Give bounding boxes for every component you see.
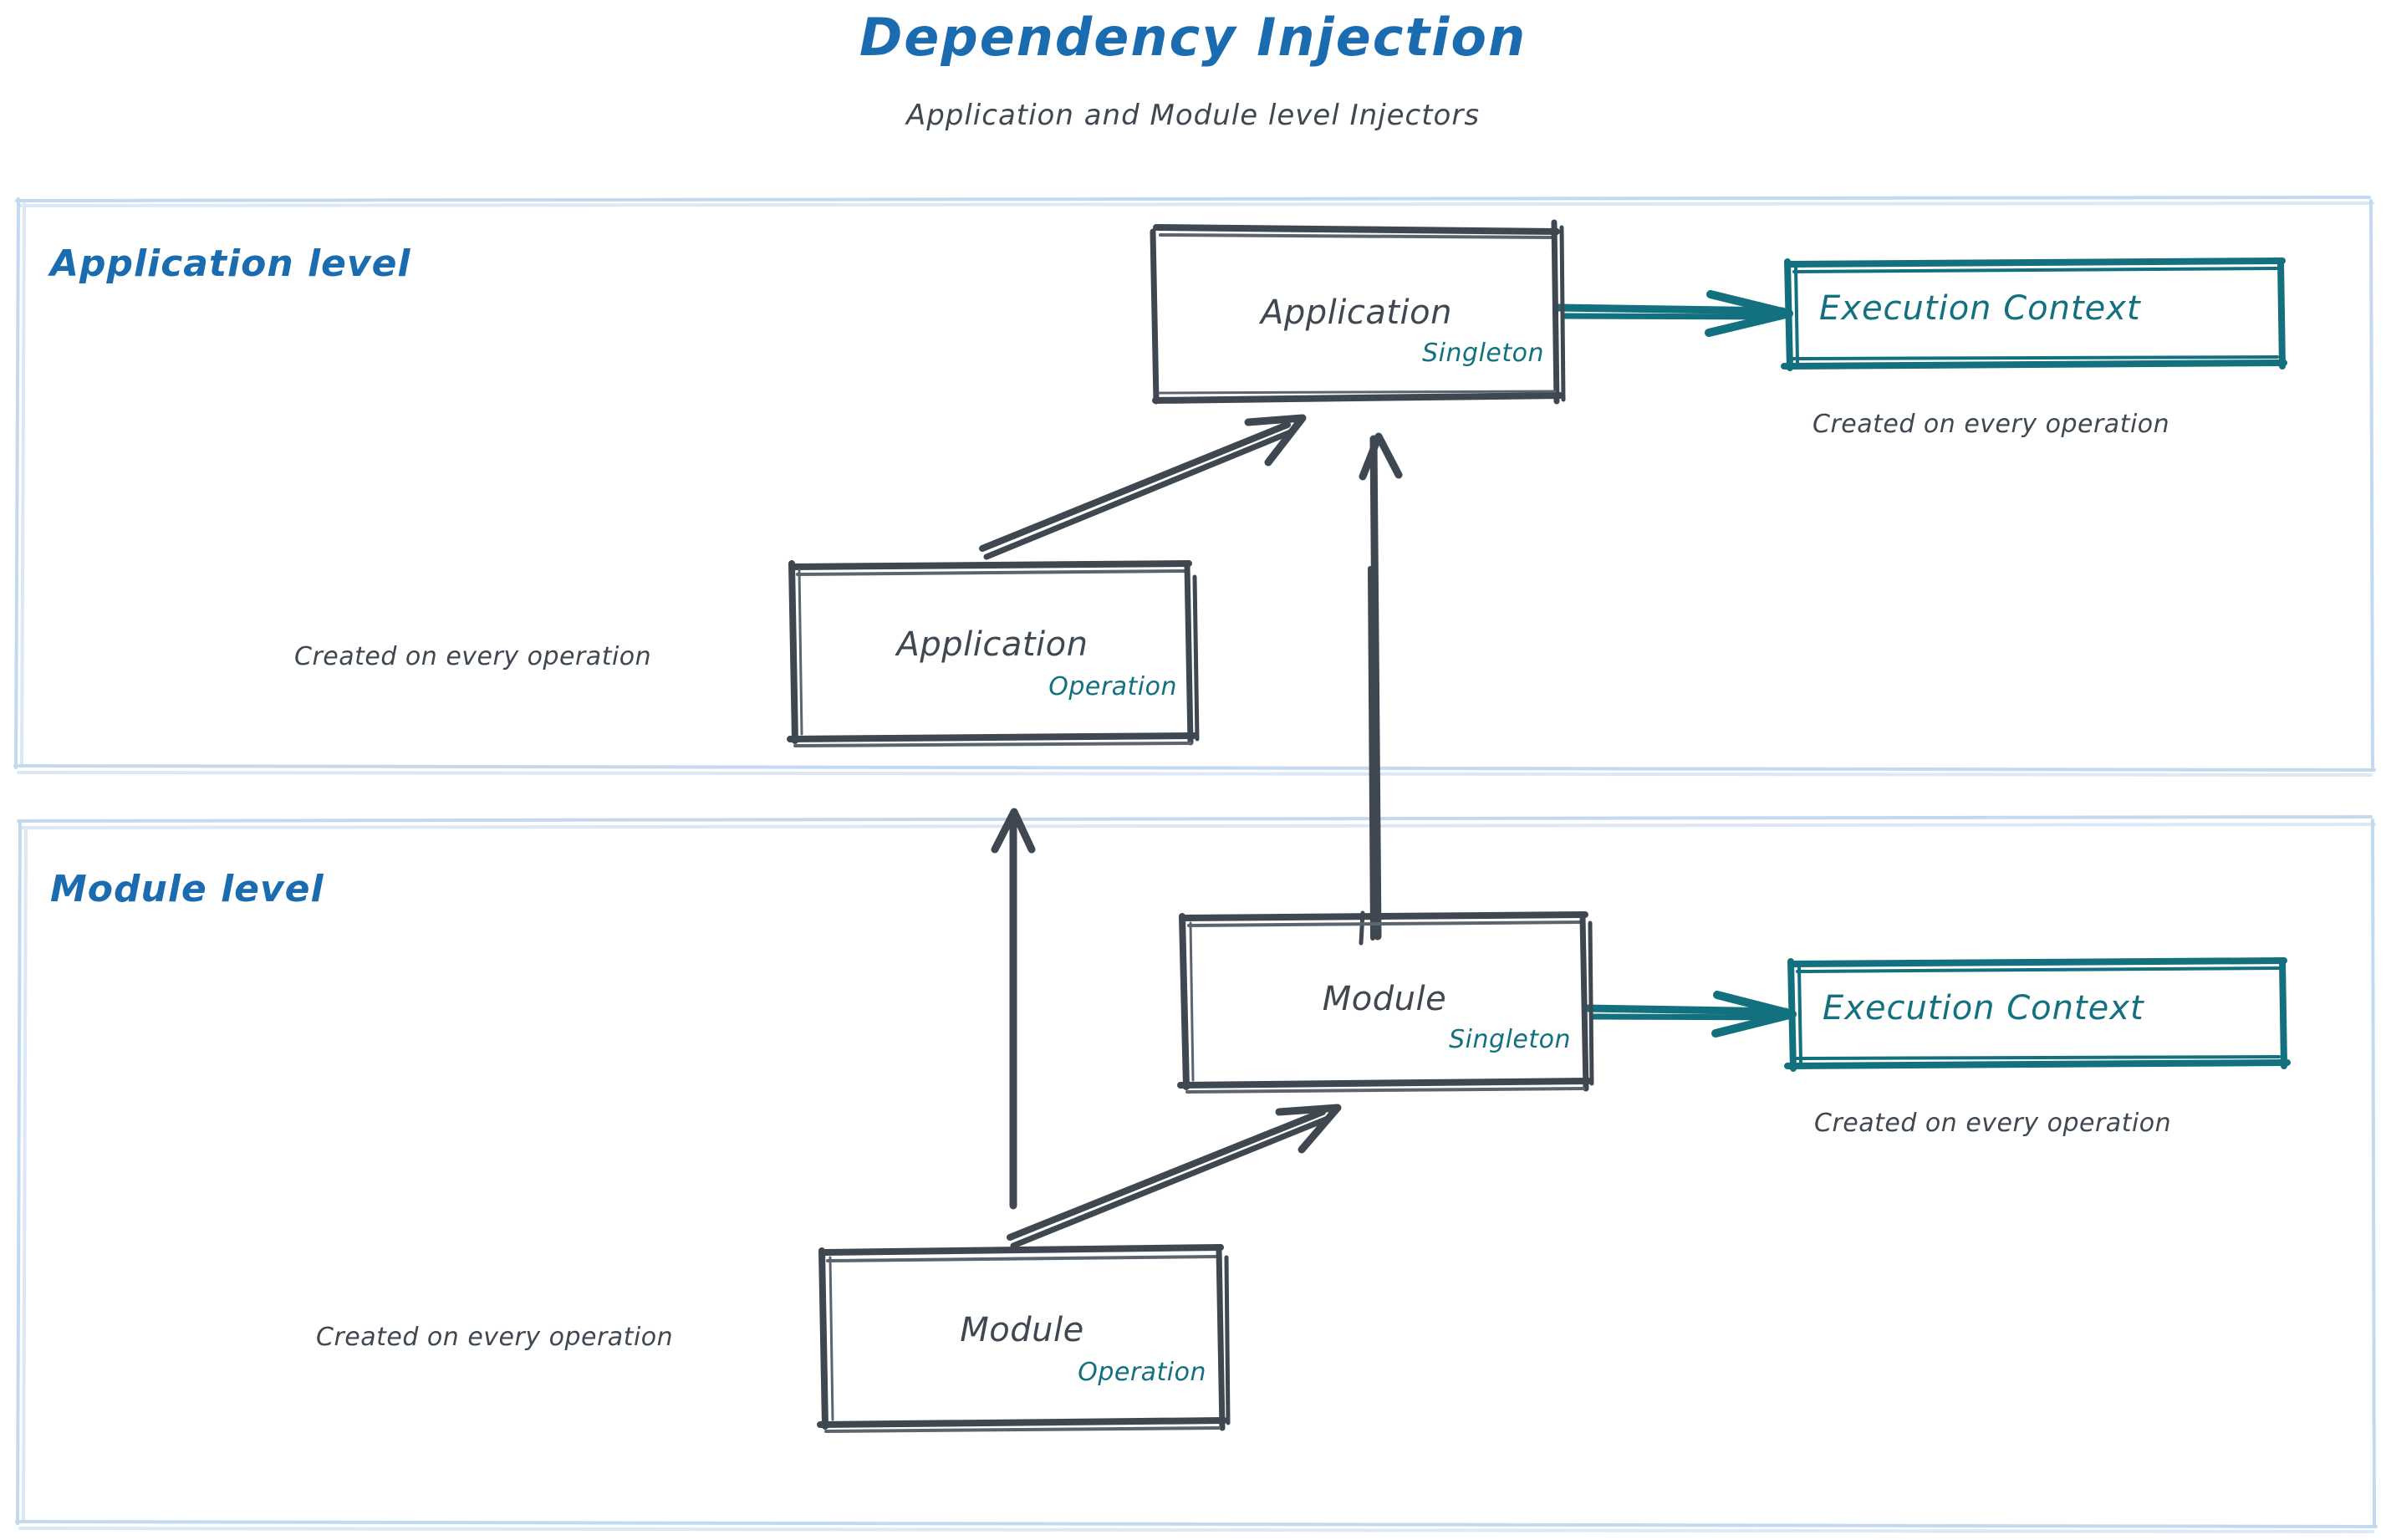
node-scope-module-operation: Operation — [1078, 1358, 1206, 1387]
node-scope-module-singleton: Singleton — [1449, 1025, 1571, 1054]
node-title-execution-context-application: Execution Context — [1819, 289, 2141, 328]
node-title-module-singleton: Module — [1322, 980, 1447, 1018]
node-application-singleton[interactable]: Application Singleton — [1154, 228, 1559, 400]
caption-execution-context-application: Created on every operation — [1812, 410, 2170, 439]
connector-module-singleton-to-application-singleton — [1359, 432, 1403, 946]
node-application-operation[interactable]: Application Operation — [793, 565, 1192, 741]
node-scope-application-singleton: Singleton — [1422, 339, 1544, 368]
page-title: Dependency Injection — [859, 7, 1527, 68]
node-scope-application-operation: Operation — [1048, 672, 1177, 701]
lane-label-module-level: Module level — [50, 868, 324, 910]
node-execution-context-module[interactable]: Execution Context — [1792, 962, 2284, 1066]
node-module-operation[interactable]: Module Operation — [823, 1251, 1221, 1426]
node-title-application-operation: Application — [896, 625, 1088, 664]
caption-module-operation: Created on every operation — [316, 1323, 674, 1352]
node-border-execution-context-application — [1781, 258, 2287, 371]
node-border-module-singleton — [1177, 911, 1594, 1094]
node-border-execution-context-module — [1784, 957, 2291, 1072]
node-title-module-operation: Module — [960, 1311, 1084, 1349]
page-subtitle: Application and Module level Injectors — [905, 99, 1481, 132]
node-border-module-operation — [817, 1244, 1231, 1433]
node-title-execution-context-module: Execution Context — [1823, 989, 2144, 1028]
connector-application-operation-to-application-singleton — [979, 414, 1307, 560]
caption-execution-context-module: Created on every operation — [1814, 1109, 2172, 1138]
lane-border-application-level — [13, 196, 2376, 777]
node-border-application-singleton — [1150, 219, 1566, 405]
node-title-application-singleton: Application — [1261, 293, 1452, 332]
caption-application-operation: Created on every operation — [294, 642, 652, 671]
lane-border-module-level — [15, 815, 2378, 1533]
connector-module-operation-to-module-singleton — [1007, 1104, 1342, 1249]
node-module-singleton[interactable]: Module Singleton — [1183, 916, 1586, 1087]
connector-module-operation-to-application-operation — [991, 808, 1036, 1210]
node-border-application-operation — [787, 560, 1200, 747]
lane-label-application-level: Application level — [50, 242, 411, 285]
node-execution-context-application[interactable]: Execution Context — [1789, 263, 2282, 366]
